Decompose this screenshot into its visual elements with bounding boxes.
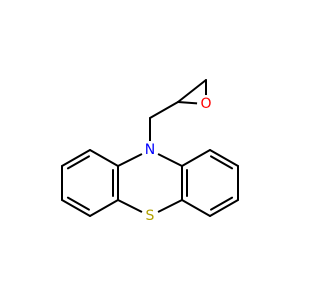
bond-right-double-2 (210, 196, 234, 211)
nitrogen-atom-background (141, 141, 159, 159)
bond-right-2 (209, 149, 239, 167)
bond-left-4 (61, 199, 91, 217)
bond-s-c9a (157, 199, 183, 213)
bond-epoxide-co (177, 101, 199, 105)
bond-ch2-epoxide (149, 101, 179, 119)
bond-right-1 (181, 149, 211, 167)
sulfur-atom-background (141, 207, 159, 225)
oxygen-atom-background (197, 95, 215, 113)
bond-left-double-1 (66, 155, 90, 170)
molecule-canvas: N S O (61, 79, 239, 225)
bond-n-c4a (117, 153, 143, 167)
bond-right-5 (181, 199, 211, 217)
bond-right-double-1 (210, 155, 234, 170)
bond-n-c5a (157, 153, 183, 167)
bond-layer (61, 79, 239, 217)
sulfur-atom-label: S (146, 208, 155, 224)
bond-right-4 (209, 199, 239, 217)
atom-label-layer: N S O (141, 95, 215, 225)
bond-left-1 (89, 149, 119, 167)
bond-left-5 (89, 199, 119, 217)
nitrogen-atom-label: N (145, 142, 155, 158)
oxygen-atom-label: O (200, 96, 211, 112)
bond-s-c10a (117, 199, 143, 213)
bond-left-2 (61, 149, 91, 167)
bond-epoxide-cc (177, 79, 207, 103)
bond-left-double-2 (66, 196, 90, 211)
